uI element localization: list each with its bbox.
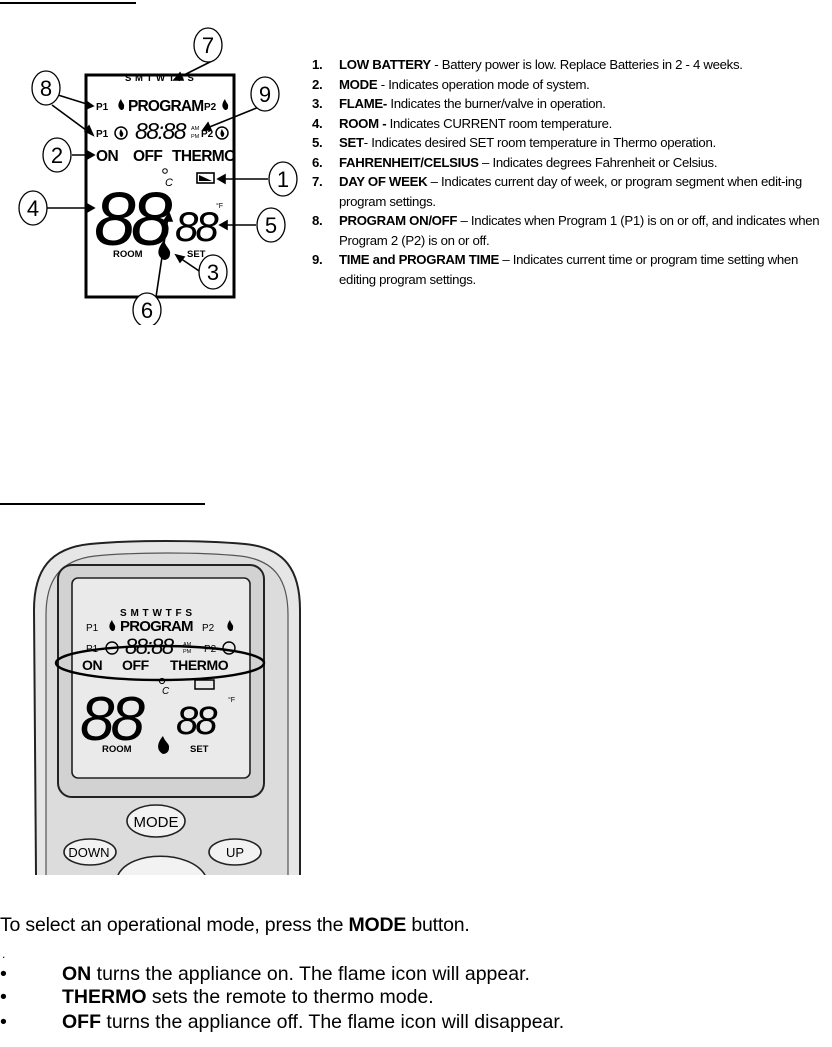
flame-icon [118, 99, 125, 110]
stray-dot: . [2, 947, 6, 961]
lcd-off: OFF [133, 148, 162, 165]
bullet-icon: • [0, 986, 7, 1008]
callout-2-label: 2 [51, 143, 63, 168]
callout-7-label: 7 [202, 33, 214, 58]
section-rule-remote [0, 503, 205, 505]
callout-2 [42, 137, 72, 173]
legend-item: 1.LOW BATTERY - Battery power is low. Re… [312, 57, 743, 72]
remote-screen [71, 577, 251, 779]
callout-9-label: 9 [259, 82, 271, 107]
lcd-thermo: THERMO [172, 148, 236, 165]
flame-circle-icon [114, 126, 128, 140]
down-button-label: DOWN [68, 845, 109, 860]
lcd-set-label: SET [187, 249, 206, 260]
remote-lcd-am: AM [183, 642, 192, 648]
callout-6 [132, 292, 162, 325]
legend-item: 6.FAHRENHEIT/CELSIUS – Indicates degrees… [312, 154, 718, 170]
center-dial[interactable] [117, 855, 206, 875]
lcd-p1-bottom: P1 [96, 129, 109, 140]
callout-8-label: 8 [40, 76, 52, 101]
remote-lcd-room-digits: 88 [80, 685, 145, 754]
down-button[interactable] [63, 838, 117, 866]
callout-8 [31, 70, 61, 106]
remote-lcd-room-label: ROOM [102, 744, 132, 755]
legend-item: 2.MODE - Indicates operation mode of sys… [312, 76, 590, 92]
remote-lcd-program: PROGRAM [120, 618, 193, 635]
legend-item: 9.TIME and PROGRAM TIME – Indicates curr… [312, 252, 798, 287]
remote-lcd-thermo: THERMO [170, 657, 229, 673]
lcd-pm: PM [191, 134, 200, 140]
flame-icon [158, 240, 171, 260]
lcd-room-label: ROOM [113, 249, 143, 260]
remote-lcd-off: OFF [122, 657, 150, 673]
remote-lcd-on: ON [82, 657, 102, 673]
section-rule-top [0, 2, 136, 4]
bullet-icon: • [0, 963, 7, 985]
lcd-set-digits: 88 [175, 203, 219, 250]
legend-list: 1.LOW BATTERY - Battery power is low. Re… [312, 55, 822, 289]
remote-lcd-set-digits: 88 [176, 699, 218, 743]
remote-lcd-p2-top: P2 [202, 623, 215, 634]
instruction-item-thermo: •THERMO sets the remote to thermo mode. [0, 986, 434, 1008]
remote-lcd-unit-f: °F [228, 696, 235, 704]
legend-item: 5.SET- Indicates desired SET room temper… [312, 135, 716, 150]
low-battery-fill [199, 175, 212, 181]
remote-lcd-set-label: SET [190, 744, 209, 755]
callout-4 [18, 190, 48, 226]
flame-circle-icon [222, 641, 236, 655]
lcd-program: PROGRAM [128, 98, 203, 115]
flame-icon [227, 620, 234, 631]
lcd-p1-top: P1 [96, 102, 109, 113]
remote-lcd-pm: PM [183, 649, 192, 655]
lcd-diagram: S M T W T F S P1 PROGRAM P2 P1 88:88 AM … [18, 27, 298, 325]
remote-lcd-p2-bottom: P2 [204, 644, 217, 655]
legend-item: 3.FLAME- Indicates the burner/valve in o… [312, 96, 606, 111]
flame-icon [220, 129, 225, 137]
callout-1 [268, 161, 298, 197]
callout-4-label: 4 [27, 196, 39, 221]
remote-lcd-p1-top: P1 [86, 623, 99, 634]
legend-item: 7.DAY OF WEEK – Indicates current day of… [312, 174, 802, 209]
legend-item: 4.ROOM - Indicates CURRENT room temperat… [312, 115, 612, 131]
lcd-unit-c: C [165, 177, 173, 189]
flame-icon [158, 736, 170, 754]
lcd-unit-f: °F [216, 202, 223, 210]
lcd-p2-bottom: P2 [201, 129, 214, 140]
flame-circle-icon [215, 126, 229, 140]
mode-button[interactable] [126, 804, 186, 838]
lcd-p2-top: P2 [204, 102, 217, 113]
instruction-item-off: •OFF turns the appliance off. The flame … [0, 1011, 565, 1033]
degree-icon [158, 677, 166, 685]
instructions-intro: To select an operational mode, press the… [0, 914, 470, 936]
lcd-days: S M T W T F S [125, 73, 194, 84]
lcd-am: AM [191, 126, 200, 132]
callout-7 [193, 27, 223, 63]
lcd-frame [84, 73, 236, 299]
remote-lcd-unit-c: C [162, 686, 170, 697]
callout-3-label: 3 [207, 260, 219, 285]
lcd-on: ON [96, 148, 118, 165]
callout-1-label: 1 [277, 167, 289, 192]
remote-lcd-days: S M T W T F S [120, 608, 193, 619]
legend-item: 8.PROGRAM ON/OFF – Indicates when Progra… [312, 213, 820, 248]
lcd-time: 88:88 [135, 118, 187, 144]
flame-icon [119, 129, 124, 137]
instruction-item-on: •ON turns the appliance on. The flame ic… [0, 963, 530, 985]
up-button[interactable] [208, 838, 262, 866]
flame-icon [109, 620, 116, 631]
bullet-icon: • [0, 1011, 7, 1033]
callout-5-label: 5 [265, 213, 277, 238]
flame-icon [222, 99, 229, 110]
up-button-label: UP [226, 845, 244, 860]
callout-6-label: 6 [141, 298, 153, 323]
callout-5 [256, 207, 286, 243]
low-battery-icon [194, 679, 215, 690]
callout-3 [198, 254, 228, 290]
degree-icon [162, 168, 168, 174]
low-battery-icon [196, 172, 215, 184]
mode-button-label: MODE [134, 814, 179, 831]
callout-9 [250, 76, 280, 112]
remote-illustration: S M T W T F S P1 PROGRAM P2 P1 88:88 AM … [32, 540, 301, 875]
